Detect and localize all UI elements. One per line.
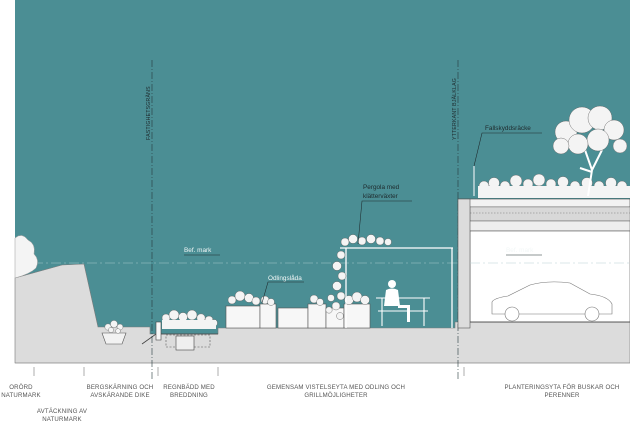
car-wheel-front [504, 306, 520, 322]
car-wheel-rear [584, 306, 600, 322]
dike-pot [101, 332, 127, 345]
planter-plants [227, 290, 370, 306]
zone-gemensam-line2: GRILLMÖJLIGHETER [304, 392, 368, 399]
zone-labels: ORÖRD NATURMARK AVTÄCKNING AV NATURMARK … [1, 384, 619, 423]
pergola-label-line1: Pergola med [363, 184, 400, 191]
leader-lines [184, 132, 542, 304]
car-outline [491, 281, 613, 315]
left-bush [14, 235, 38, 279]
odlingslada-label: Odlingslåda [268, 274, 302, 282]
roof-tree [552, 105, 628, 197]
zone-avtackning-line2: NATURMARK [42, 416, 82, 423]
planter-boxes [225, 303, 371, 329]
rain-bed-plants [161, 309, 218, 329]
zone-regnbadd-line2: BREDDNING [170, 392, 208, 399]
fallskyddsracke-label: Fallskyddsräcke [485, 125, 531, 132]
roof-planting [478, 173, 630, 198]
ground-mass [14, 263, 630, 364]
person-figure [384, 280, 410, 322]
zone-avtackning-line1: AVTÄCKNING AV [37, 408, 88, 415]
roof-slab [457, 198, 630, 208]
zone-bergskarning-line1: BERGSKÄRNING OCH [87, 384, 154, 391]
bef-mark-label-right: Bef. mark [506, 247, 534, 254]
pergola-label-line2: klätterväxter [363, 193, 399, 200]
zone-bergskarning-line2: AVSKÄRANDE DIKE [90, 392, 149, 399]
rain-bed-wall [155, 321, 162, 341]
rain-bed-well [175, 335, 195, 351]
dike-plant [104, 320, 124, 334]
picnic-table [376, 297, 430, 326]
outer-wall [457, 198, 471, 329]
fastighetsgrans-label: FASTIGHETSGRÄNS [145, 86, 152, 140]
ytterkant-label: YTTERKANT BJÄLKLAG [451, 78, 458, 140]
structure-band [457, 220, 630, 232]
bef-mark-label-left: Bef. mark [184, 247, 212, 254]
climbing-plants [325, 234, 392, 320]
zone-orord-line2: NATURMARK [1, 392, 41, 399]
zone-orord-line1: ORÖRD [9, 384, 33, 391]
pergola [340, 247, 453, 328]
zone-gemensam-line1: GEMENSAM VISTELSEYTA MED ODLING OCH [267, 384, 405, 391]
soil-layer [469, 206, 630, 222]
garage-interior [469, 230, 630, 323]
zone-plantering-line1: PLANTERINGSYTA FÖR BUSKAR OCH [505, 384, 620, 391]
zone-dividers [33, 367, 465, 376]
zone-plantering-line2: PERENNER [544, 392, 580, 399]
zone-regnbadd-line1: REGNBÄDD MED [163, 384, 215, 391]
